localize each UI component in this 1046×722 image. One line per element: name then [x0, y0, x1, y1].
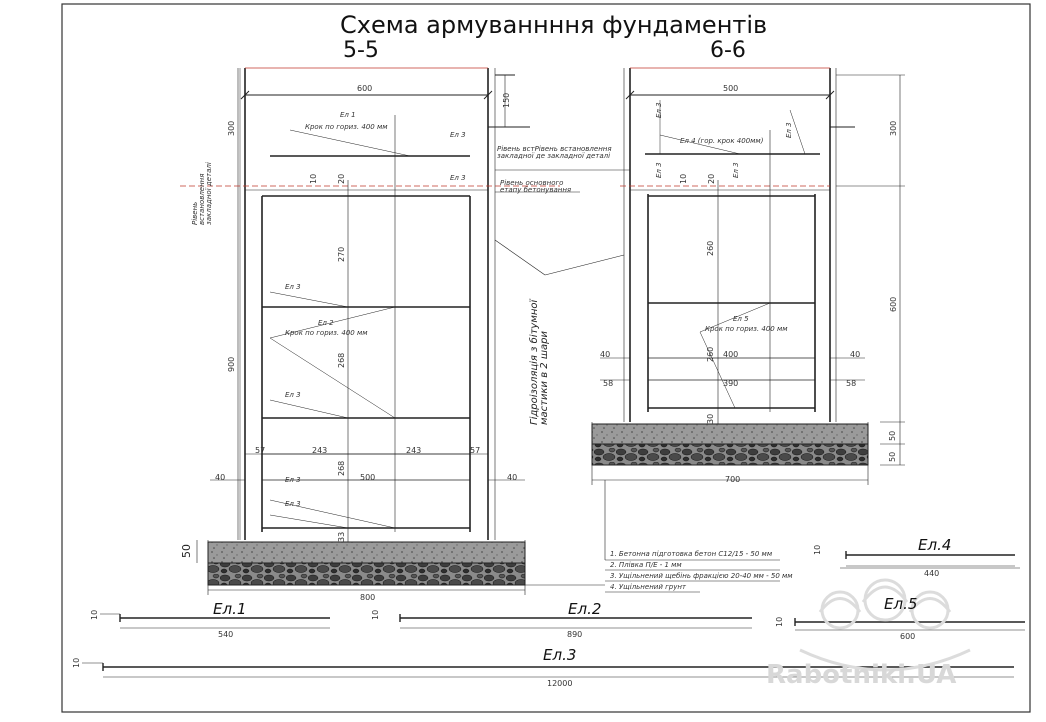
legend-item-2: 2. Плівка П/Е - 1 мм [610, 561, 682, 569]
dim-right-260-a: 260 [706, 240, 715, 256]
legend-item-4: 4. Ущільнений грунт [610, 583, 687, 591]
element-el5-hook: 10 [775, 616, 784, 627]
dim-right-40-a: 40 [600, 350, 611, 359]
label-embed-level: Рівень встановлення закладної деталі [191, 162, 213, 225]
section-label-6-6: 6-6 [710, 38, 746, 63]
dim-left-150: 150 [502, 92, 511, 108]
label-el3-c: Ел 3 [285, 283, 301, 291]
element-el3-name: Ел.3 [543, 646, 577, 664]
label-el1: Ел 1 [340, 111, 356, 119]
drawing-title: Схема армуваннння фундаментів [340, 11, 768, 39]
element-el3-hook: 10 [72, 657, 81, 668]
label-el3-d: Ел 3 [285, 391, 301, 399]
element-el4-hook: 10 [813, 544, 822, 555]
label-el3-b: Ел 3 [450, 174, 466, 182]
dim-left-500: 500 [360, 473, 376, 482]
element-el2-length: 890 [567, 630, 583, 639]
dim-right-top-width: 500 [723, 84, 739, 93]
label-level-embed: Рівень встРівень встановлення закладної … [497, 145, 612, 160]
waterproofing-leaders [494, 169, 630, 276]
dim-right-58-b: 58 [846, 379, 857, 388]
element-el2-hook: 10 [371, 609, 380, 620]
label-el3-f: Ел 3 [285, 476, 301, 484]
dim-left-20: 20 [337, 173, 346, 184]
dim-right-10: 10 [679, 173, 688, 184]
dim-left-268-a: 268 [337, 352, 346, 368]
element-el2-name: Ел.2 [568, 600, 602, 618]
label-right-el3-b: Ел 3 [785, 122, 793, 138]
dim-left-800: 800 [360, 593, 376, 602]
section-label-5-5: 5-5 [343, 38, 379, 63]
label-right-el3-a: Ел 3 [655, 102, 663, 118]
section-5-5-drawing [180, 67, 560, 595]
section-6-6-concrete-base [591, 423, 869, 445]
watermark-text: Rabotniki.UA [766, 660, 957, 690]
label-el3-e: Ел 3 [285, 500, 301, 508]
dim-right-260-b: 260 [706, 346, 715, 362]
label-el4: Ел 4 (гор. крок 400мм) [680, 137, 764, 145]
element-el4-name: Ел.4 [918, 536, 952, 554]
dim-left-40-b: 40 [507, 473, 518, 482]
label-waterproofing: Гідроізоляція з бітумної мастики в 2 шар… [529, 299, 550, 425]
section-6-6-gravel-bed [591, 443, 869, 466]
element-bars [82, 551, 1025, 678]
dim-left-243-b: 243 [406, 446, 422, 455]
label-el5-step: Крок по гориз. 400 мм [705, 325, 788, 333]
element-el4-length: 440 [924, 569, 940, 578]
element-el5-length: 600 [900, 632, 916, 641]
section-6-6-drawing [591, 67, 905, 485]
dim-right-300: 300 [889, 120, 898, 136]
dim-left-900: 900 [227, 356, 236, 372]
dim-left-243-a: 243 [312, 446, 328, 455]
dim-right-50-a: 50 [888, 430, 897, 441]
label-level-main: Рівень основного етапу бетонування [500, 179, 572, 194]
dim-right-50-b: 50 [888, 451, 897, 462]
dim-left-270: 270 [337, 246, 346, 262]
label-el2-step: Крок по гориз. 400 мм [285, 329, 368, 337]
dim-right-20: 20 [707, 173, 716, 184]
section-5-5-gravel-bed [207, 562, 526, 586]
dim-right-400: 400 [723, 350, 739, 359]
legend-item-3: 3. Ущільнений щебінь фракцією 20-40 мм -… [610, 572, 793, 580]
element-el1-hook: 10 [90, 609, 99, 620]
label-el5: Ел 5 [733, 315, 749, 323]
element-el5-name: Ел.5 [884, 595, 918, 613]
dim-left-10: 10 [309, 173, 318, 184]
dim-right-58-a: 58 [603, 379, 614, 388]
dim-left-300: 300 [227, 120, 236, 136]
legend-item-1: 1. Бетонна підготовка бетон С12/15 - 50 … [610, 550, 773, 558]
label-el2: Ел 2 [318, 319, 334, 327]
label-el1-step: Крок по гориз. 400 мм [305, 123, 388, 131]
dim-left-268-b: 268 [337, 460, 346, 476]
dim-left-top-width: 600 [357, 84, 373, 93]
dim-left-50: 50 [180, 544, 193, 558]
label-right-el3-c: Ел 3 [655, 162, 663, 178]
dim-left-40-a: 40 [215, 473, 226, 482]
sheet-border [61, 3, 1031, 713]
dim-left-57-a: 57 [255, 446, 266, 455]
label-el3-a: Ел 3 [450, 131, 466, 139]
dim-left-57-b: 57 [470, 446, 481, 455]
dim-right-600: 600 [889, 296, 898, 312]
legend-leaders [525, 480, 780, 593]
element-el3-length: 12000 [547, 679, 573, 688]
dim-right-30: 30 [706, 413, 715, 424]
dim-right-390: 390 [723, 379, 739, 388]
element-el1-length: 540 [218, 630, 234, 639]
section-5-5-concrete-base [207, 541, 526, 564]
element-el1-name: Ел.1 [213, 600, 247, 618]
watermark-logo [799, 578, 971, 672]
dim-left-33: 33 [337, 531, 346, 542]
label-right-el3-d: Ел 3 [732, 162, 740, 178]
dim-right-40-b: 40 [850, 350, 861, 359]
dim-right-700: 700 [725, 475, 741, 484]
